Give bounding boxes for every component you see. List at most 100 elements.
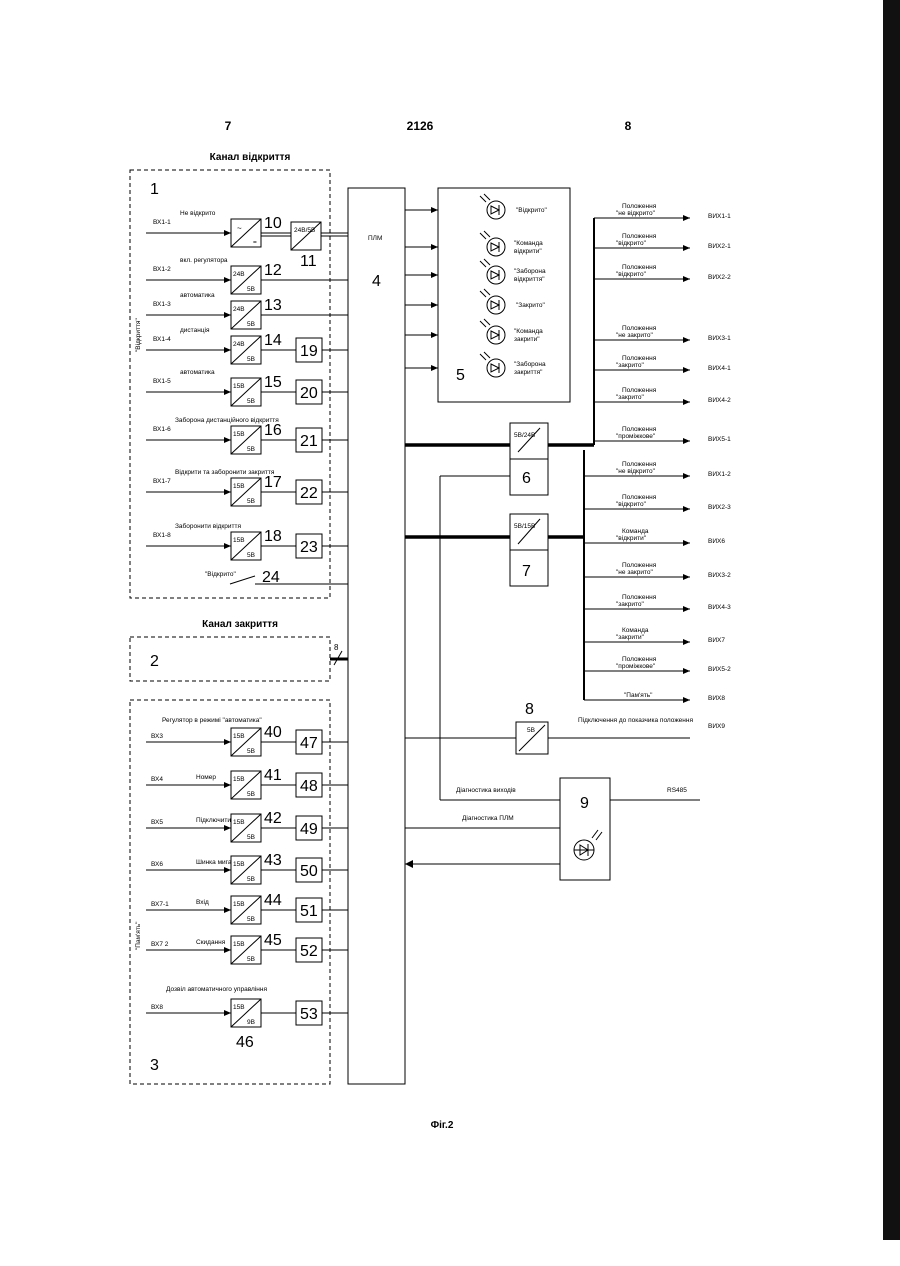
memory-row-conv-label-bot: 5В	[247, 876, 255, 883]
indicator-label: відкрити"	[514, 247, 542, 255]
open-row-input: ВХ1-7	[153, 478, 171, 485]
indicator-label: "Відкрито"	[516, 206, 547, 214]
open-row: ВХ1-6Заборона дистанційного відкриття15В…	[146, 416, 348, 454]
arrow-head	[224, 312, 231, 318]
indicator-label: "Закрито"	[516, 302, 545, 309]
header-center: 2126	[407, 119, 434, 133]
output-label: "відкрити"	[616, 534, 647, 542]
arrow-head	[224, 277, 231, 283]
open-row-conv-label-top: 24В	[233, 306, 245, 313]
arrow-head	[431, 365, 438, 371]
memory-row-block: 44	[264, 892, 282, 909]
open-row-label: дистанція	[180, 326, 210, 334]
output-row: Положення"не відкрито"ВИХ1-2	[584, 461, 731, 479]
output-row: Положення"не закрито"ВИХ3-2	[584, 562, 731, 580]
arrow-head	[224, 489, 231, 495]
driver-8-out: ВИХ9	[708, 723, 725, 730]
output-label: Команда	[622, 627, 649, 634]
memory-row-block: 40	[264, 724, 282, 741]
memory-row: ВХ7-1Вхід15В5В4451	[146, 892, 348, 924]
driver-8: 8 5В Підключення до показчика положення …	[405, 701, 725, 754]
open-row: ВХ1-7Відкрити та заборонити закриття15В5…	[146, 468, 348, 506]
block-11-number: 11	[300, 253, 317, 270]
open-row-box-number: 19	[300, 343, 318, 360]
open-row-label: Відкрити та заборонити закриття	[175, 468, 275, 476]
memory-row-conv-label-bot: 9В	[247, 1019, 255, 1026]
memory-row-input: ВХ7 2	[151, 941, 169, 948]
open-row-label: Заборонити відкриття	[175, 522, 241, 530]
open-row-conv-label-top: 15В	[233, 383, 245, 390]
memory-row: ВХ4Номер15В5В4148	[146, 767, 348, 799]
open-row-conv-label-top: 15В	[233, 431, 245, 438]
open-row-input: ВХ1-6	[153, 426, 171, 433]
driver-8-conv: 5В	[527, 727, 535, 734]
memory-row-conv-label-bot: 5В	[247, 834, 255, 841]
indicator-label: відкриття"	[514, 275, 545, 283]
arrow-head	[683, 399, 690, 405]
outputs-bottom: Положення"не відкрито"ВИХ1-2Положення "ві…	[584, 461, 731, 703]
arrow-head	[683, 438, 690, 444]
channel-open-title: Канал відкриття	[210, 152, 291, 163]
output-label: "закрито"	[616, 394, 645, 401]
channel-close-title: Канал закриття	[202, 619, 278, 630]
indicator-label: закриття"	[514, 369, 543, 376]
memory-row-label: Дозвіл автоматичного управління	[166, 985, 267, 993]
output-label: Положення	[622, 233, 657, 240]
output-label: Положення	[622, 325, 657, 332]
indicator-block-number: 5	[456, 367, 465, 384]
open-row-conv-label-bot: 5В	[247, 356, 255, 363]
arrow-head	[683, 606, 690, 612]
arrow-head	[683, 245, 690, 251]
memory-row-box-number: 50	[300, 863, 318, 880]
arrow-head	[683, 367, 690, 373]
arrow-head	[683, 574, 690, 580]
output-id: ВИХ2-1	[708, 243, 731, 250]
memory-row: ВХ8Дозвіл автоматичного управління15В9В4…	[146, 985, 348, 1051]
memory-row: ВХ7 2Скидання15В5В4552	[146, 932, 348, 964]
output-row: Положення"відкрито"ВИХ2-2	[594, 264, 731, 282]
output-label: Положення	[622, 355, 657, 362]
memory-row: ВХ6Шинка мигання15В5В4350	[146, 852, 348, 884]
plm-label: ПЛМ	[368, 235, 382, 242]
memory-row-input: ВХ5	[151, 819, 163, 826]
open-row: ВХ1-4дистанція24В5В1419	[146, 326, 348, 364]
arrow-head	[224, 437, 231, 443]
memory-row-input: ВХ6	[151, 861, 163, 868]
memory-row-box-number: 48	[300, 778, 318, 795]
open-row-box-number: 20	[300, 385, 318, 402]
memory-row-box-number: 51	[300, 903, 318, 920]
arrow-head	[431, 207, 438, 213]
output-label: Положення	[622, 494, 657, 501]
open-row-input: ВХ1-8	[153, 532, 171, 539]
channel-close-number: 2	[150, 653, 159, 670]
arrow-head	[683, 639, 690, 645]
driver-6-conv: 5В/24В	[514, 432, 535, 439]
memory-row-box-number: 49	[300, 821, 318, 838]
output-label: Положення	[622, 264, 657, 271]
memory-row-input: ВХ7-1	[151, 901, 169, 908]
header-left: 7	[225, 119, 232, 133]
open-row-input: ВХ1-3	[153, 301, 171, 308]
output-label: Положення	[622, 562, 657, 569]
arrow-head	[431, 332, 438, 338]
open-row-conv-label-top: 24В	[233, 341, 245, 348]
switch-number: 24	[262, 569, 280, 586]
indicator-label: "Заборона	[514, 267, 546, 275]
output-row: Положення"не відкрито"ВИХ1-1	[594, 203, 731, 221]
memory-number: 3	[150, 1057, 159, 1074]
output-id: ВИХ4-2	[708, 397, 731, 404]
memory-row-label: Регулятор в режимі "автоматика"	[162, 716, 262, 724]
driver-7-number: 7	[522, 563, 531, 580]
switch-label: "Відкрито"	[205, 570, 236, 578]
channel-open-side-label: "Відкриття"	[134, 318, 142, 352]
open-row-block: 16	[264, 422, 282, 439]
output-label: "проміжкове"	[616, 432, 656, 440]
arrow-head	[224, 1010, 231, 1016]
diag-9-out: RS485	[667, 787, 687, 794]
driver-6: 5В/24В 6	[405, 423, 594, 495]
arrow-head	[224, 347, 231, 353]
open-row-label: автоматика	[180, 292, 215, 299]
open-row-conv-label-bot: 5В	[247, 498, 255, 505]
open-row-box-number: 23	[300, 539, 318, 556]
output-row: "Пам'ять"ВИХ8	[584, 692, 725, 703]
